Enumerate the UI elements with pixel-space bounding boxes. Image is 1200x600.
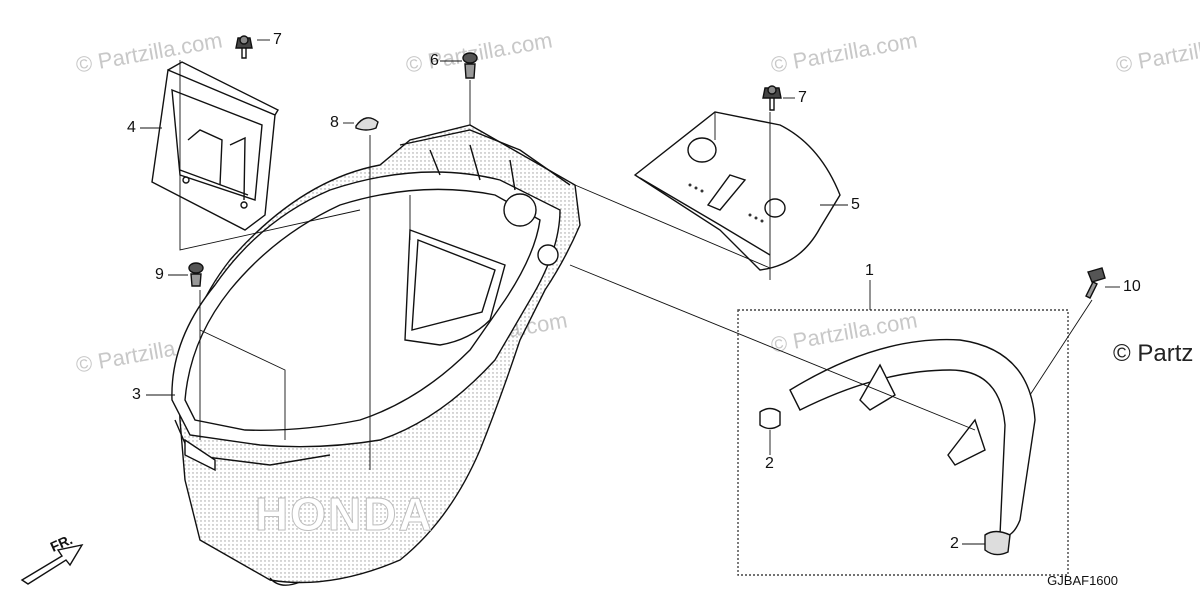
leader-lines (140, 39, 1120, 545)
part-2-cap (759, 407, 781, 430)
part-9-bolt (188, 262, 204, 287)
part-6-bolt (462, 52, 478, 79)
callout-9[interactable]: 9 (155, 266, 164, 283)
brand-text: HONDA (255, 488, 434, 540)
callout-8[interactable]: 8 (330, 114, 339, 131)
part-4-bracket (151, 61, 279, 231)
front-arrow-icon (20, 543, 84, 585)
part-1-frame (737, 309, 1069, 576)
callout-7-second[interactable]: 7 (798, 89, 807, 106)
part-3-luggage-box (171, 124, 581, 586)
watermark-large: © Partz (1113, 340, 1194, 367)
part-1-handle (789, 338, 1036, 537)
callout-4[interactable]: 4 (127, 119, 136, 136)
callout-6[interactable]: 6 (430, 52, 439, 69)
callout-2[interactable]: 2 (765, 455, 774, 472)
callout-7[interactable]: 7 (273, 31, 282, 48)
callout-1[interactable]: 1 (865, 262, 874, 279)
part-10-bolt (1085, 267, 1106, 299)
part-7-clip-second (762, 85, 782, 111)
part-8-cap (355, 117, 379, 131)
diagram-code: GJBAF1600 (1047, 573, 1118, 588)
callout-2-second[interactable]: 2 (950, 535, 959, 552)
callout-5[interactable]: 5 (851, 196, 860, 213)
callout-3[interactable]: 3 (132, 386, 141, 403)
part-5-cover (633, 111, 841, 271)
part-7-clip (235, 35, 253, 59)
callout-10[interactable]: 10 (1123, 278, 1141, 295)
part-2-cap-second (984, 530, 1011, 556)
